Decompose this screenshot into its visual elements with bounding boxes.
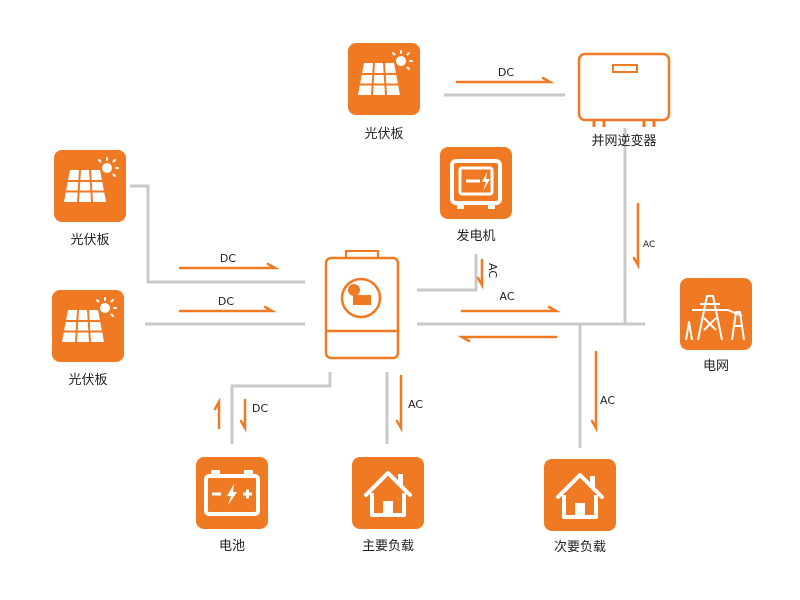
node-pv-left-1: 光伏板 — [54, 150, 126, 248]
node-label-grid: 电网 — [703, 359, 729, 374]
node-label-generator: 发电机 — [456, 228, 495, 244]
line-generator-to-inverter — [417, 254, 478, 292]
node-label-pv-left-2: 光伏板 — [68, 373, 107, 388]
node-label-pv-top: 光伏板 — [364, 127, 403, 142]
hybrid-inverter-icon — [324, 250, 400, 360]
node-generator: 发电机 — [440, 147, 512, 244]
battery-icon — [204, 470, 260, 516]
arrow-battery-discharge — [239, 398, 247, 433]
node-grid: 电网 — [680, 278, 752, 374]
connection-lines — [130, 93, 645, 448]
flow-tag-main-load: AC — [408, 398, 423, 411]
node-label-grid-inverter: 并网逆变器 — [591, 133, 656, 149]
grid-inverter-icon — [577, 52, 671, 127]
node-pv-top: 光伏板 — [348, 43, 420, 142]
node-label-battery: 电池 — [219, 539, 245, 554]
flow-tag-battery: DC — [252, 402, 268, 415]
node-secondary-load: 次要负载 — [544, 459, 616, 555]
node-battery: 电池 — [196, 457, 268, 554]
arrow-grid-inverter-ac — [632, 202, 640, 270]
node-label-main-load: 主要负载 — [362, 539, 414, 554]
arrow-bus-to-grid — [460, 305, 561, 313]
flow-tag-pv-left-2: DC — [218, 295, 234, 308]
flow-tag-pv-top: DC — [498, 66, 514, 79]
arrow-pv-left-2-dc — [178, 305, 277, 313]
line-inverter-to-battery — [230, 372, 332, 444]
node-pv-left-2: 光伏板 — [52, 290, 124, 388]
flow-tag-pv-left-1: DC — [220, 252, 236, 265]
flow-tag-grid-inverter: AC — [643, 240, 655, 250]
node-main-load: 主要负载 — [352, 457, 424, 554]
flow-tag-bus: AC — [499, 290, 514, 303]
node-hybrid-inverter — [324, 250, 400, 360]
power-tower-icon — [685, 295, 745, 341]
arrow-battery-charge — [213, 397, 221, 430]
arrow-generator-ac — [476, 258, 484, 290]
node-grid-inverter: 并网逆变器 — [577, 52, 671, 149]
arrow-secondary-load-ac — [590, 350, 598, 433]
generator-icon — [450, 159, 502, 209]
flow-tag-generator: AC — [486, 263, 499, 278]
arrow-main-load-ac — [395, 374, 403, 433]
node-label-secondary-load: 次要负载 — [554, 539, 606, 555]
flow-arrows — [178, 76, 640, 433]
flow-tag-secondary-load: AC — [600, 394, 615, 407]
node-label-pv-left-1: 光伏板 — [70, 233, 109, 248]
line-pv-left-1-to-inverter — [130, 184, 305, 284]
arrow-pv-left-1-dc — [178, 262, 280, 270]
arrow-grid-to-inverter — [457, 335, 558, 343]
arrow-pv-top-dc — [455, 76, 555, 84]
